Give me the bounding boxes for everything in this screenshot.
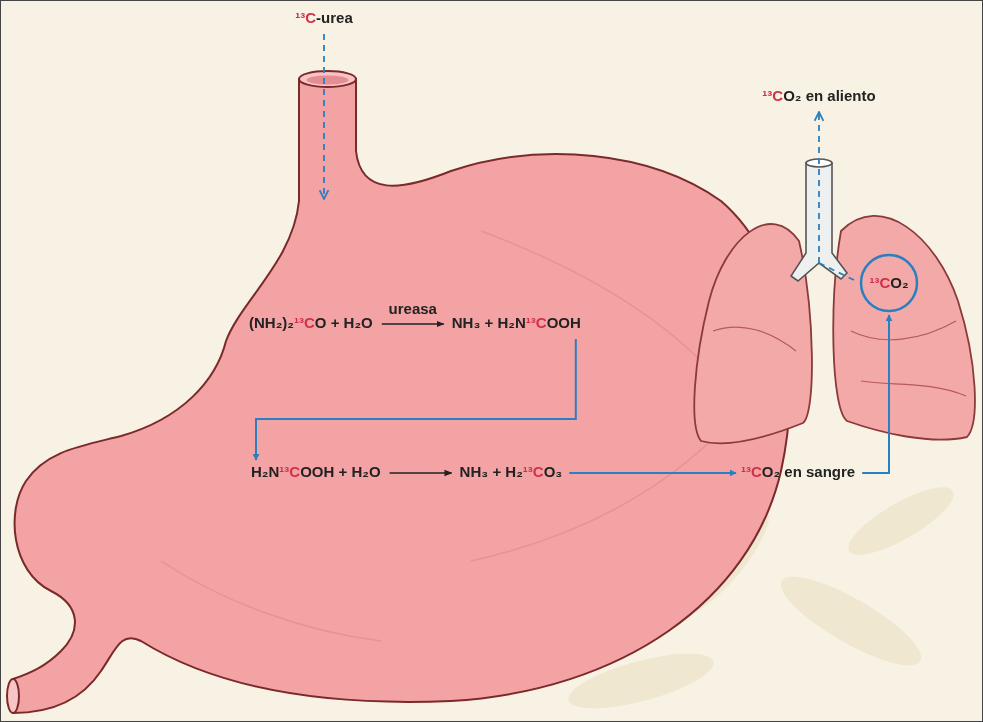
reaction-products: NH₃ + H₂¹³CO₃ (460, 463, 563, 481)
stomach-folds (161, 231, 721, 641)
reaction-reactants: (NH₂)₂¹³CO + H₂O (249, 314, 373, 332)
duodenum-opening (7, 679, 19, 713)
isotope-mark: ¹³C (741, 463, 762, 480)
left-lung (694, 224, 812, 443)
breath-label: ¹³CO₂ en aliento (762, 87, 875, 105)
isotope-mark: ¹³C (762, 87, 783, 104)
isotope-mark: ¹³C (279, 463, 300, 480)
exhale-path (818, 112, 820, 263)
enzyme-label: ureasa (389, 300, 437, 318)
stomach (13, 79, 790, 713)
reaction-arrow (390, 472, 452, 473)
node-text: ¹³CO₂ (869, 274, 908, 292)
flow-arrow (256, 339, 576, 460)
reaction-reactants: H₂N¹³COOH + H₂O (251, 463, 381, 481)
tracer-path (323, 34, 325, 199)
tracer-label: ¹³C-urea (295, 9, 353, 27)
reaction-products: NH₃ + H₂N¹³COOH (452, 314, 581, 332)
esophagus-opening (299, 71, 356, 87)
isotope-mark: ¹³C (526, 314, 547, 331)
co2-circle: ¹³CO₂ (859, 253, 919, 313)
esophagus-lumen (307, 76, 349, 85)
right-lung (833, 216, 975, 440)
isotope-mark: ¹³C (523, 463, 544, 480)
diffusion-path (819, 263, 856, 281)
blood-label: ¹³CO₂ en sangre (741, 463, 855, 481)
isotope-mark: ¹³C (294, 314, 315, 331)
isotope-mark: ¹³C (869, 274, 890, 291)
lung-fissures (713, 321, 966, 396)
circle-shape (861, 255, 917, 311)
reaction-arrow (382, 323, 444, 324)
flow-arrow (569, 472, 736, 474)
isotope-mark: ¹³C (295, 9, 316, 26)
flow-arrow (862, 315, 889, 473)
